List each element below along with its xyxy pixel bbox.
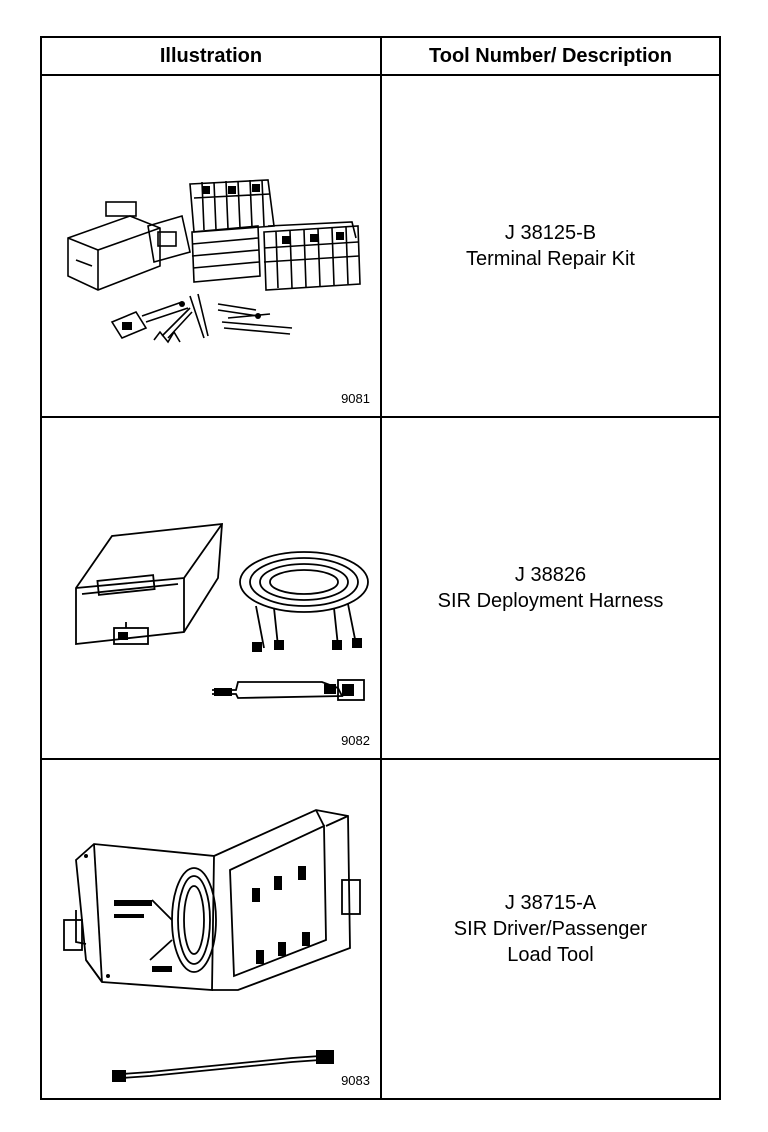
sir-deployment-harness-illustration: 9082: [42, 418, 380, 758]
tool-description: J 38826 SIR Deployment Harness: [382, 418, 719, 758]
load-tool-case-illustration: 9083: [42, 760, 380, 1098]
tool-number: J 38125-B: [504, 222, 597, 244]
tool-description: J 38715-A SIR Driver/Passenger Load Tool: [382, 760, 719, 1098]
table-row: 9083 J 38715-A SIR Driver/Passenger Load…: [42, 760, 719, 1098]
terminal-repair-kit-illustration: 9081: [42, 76, 380, 416]
tool-number: J 38826: [514, 564, 587, 586]
tool-name: SIR Deployment Harness: [437, 590, 664, 612]
table-header: Illustration Tool Number/ Description: [42, 38, 719, 76]
figure-number: 9081: [341, 391, 370, 406]
figure-number: 9082: [341, 733, 370, 748]
tool-name: Terminal Repair Kit: [466, 248, 635, 270]
table-row: 9081 J 38125-B Terminal Repair Kit: [42, 76, 719, 418]
tool-column-header: Tool Number/ Description: [429, 45, 672, 67]
tool-name: SIR Driver/Passenger: [453, 918, 648, 940]
column-divider: [380, 38, 382, 1098]
tool-number: J 38715-A: [504, 892, 597, 914]
figure-number: 9083: [341, 1073, 370, 1088]
tool-description: J 38125-B Terminal Repair Kit: [382, 76, 719, 416]
table-row: 9082 J 38826 SIR Deployment Harness: [42, 418, 719, 760]
illustration-column-header: Illustration: [159, 45, 263, 67]
tool-name-line-2: Load Tool: [507, 944, 594, 966]
tool-table: Illustration Tool Number/ Description: [40, 36, 721, 1100]
